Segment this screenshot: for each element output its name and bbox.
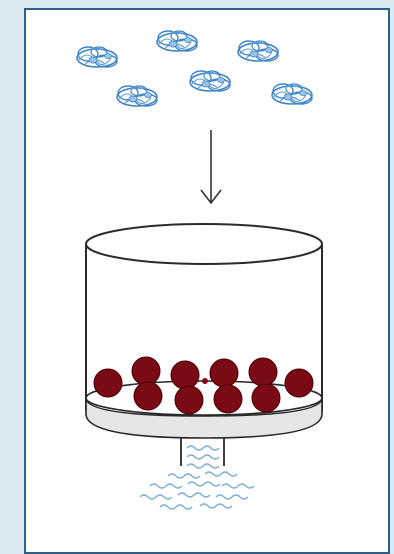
protein-cluster-icon	[156, 30, 198, 52]
protein-cluster-icon	[116, 85, 158, 107]
resin-bead	[209, 358, 239, 388]
protein-cluster-icon	[237, 40, 279, 62]
protein-cluster-icon	[189, 70, 231, 92]
protein-clusters	[76, 30, 313, 107]
resin-bead	[284, 368, 314, 398]
resin-beads	[93, 356, 314, 415]
outlet-tube	[180, 438, 225, 469]
down-arrow-icon	[200, 130, 222, 205]
resin-bead	[213, 384, 243, 414]
resin-bead	[248, 357, 278, 387]
resin-bead	[170, 360, 200, 390]
resin-bead	[131, 356, 161, 386]
eluate-flow	[139, 471, 255, 510]
protein-cluster-icon	[271, 83, 313, 105]
resin-bead	[133, 381, 163, 411]
chromatography-column	[85, 223, 323, 439]
protein-cluster-icon	[76, 46, 118, 68]
column-frit	[85, 397, 323, 439]
resin-bead	[174, 385, 204, 415]
resin-bead	[93, 368, 123, 398]
resin-bead	[251, 383, 281, 413]
column-top-rim	[85, 223, 323, 265]
